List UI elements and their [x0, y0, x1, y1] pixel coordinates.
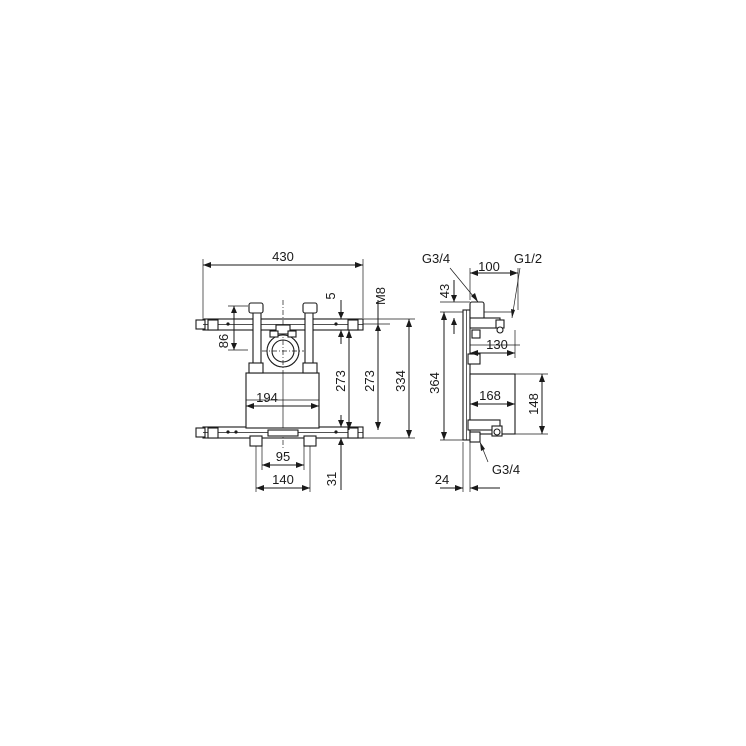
mixing-body	[245, 362, 320, 429]
side-view: G3/4 100 G1/2 43 130 364 168 148 G3/4 24	[422, 251, 548, 492]
front-dimensions	[202, 259, 415, 492]
central-outlet	[262, 300, 304, 450]
side-bottom-fittings	[467, 419, 503, 443]
dim-24: 24	[435, 472, 449, 487]
dim-5: 5	[323, 292, 338, 299]
dim-273-b: 273	[362, 370, 377, 392]
dim-430: 430	[272, 249, 294, 264]
dim-86: 86	[216, 334, 231, 348]
dim-95: 95	[276, 449, 290, 464]
label-g34-bottom: G3/4	[492, 462, 520, 477]
dim-m8: M8	[373, 287, 388, 305]
dim-168: 168	[479, 388, 501, 403]
dim-334: 334	[393, 370, 408, 392]
front-view: 430 5 M8 86 194 273 273 334 95 140 31	[195, 249, 415, 492]
dim-194: 194	[256, 390, 278, 405]
dim-130: 130	[486, 337, 508, 352]
label-g34-top: G3/4	[422, 251, 450, 266]
dim-100: 100	[478, 259, 500, 274]
label-g12: G1/2	[514, 251, 542, 266]
side-dimensions	[440, 267, 548, 492]
dim-31: 31	[324, 472, 339, 486]
dim-273-a: 273	[333, 370, 348, 392]
dim-43: 43	[437, 284, 452, 298]
side-top-fittings	[469, 301, 512, 339]
dim-140: 140	[272, 472, 294, 487]
dim-364: 364	[427, 372, 442, 394]
dim-148: 148	[526, 393, 541, 415]
